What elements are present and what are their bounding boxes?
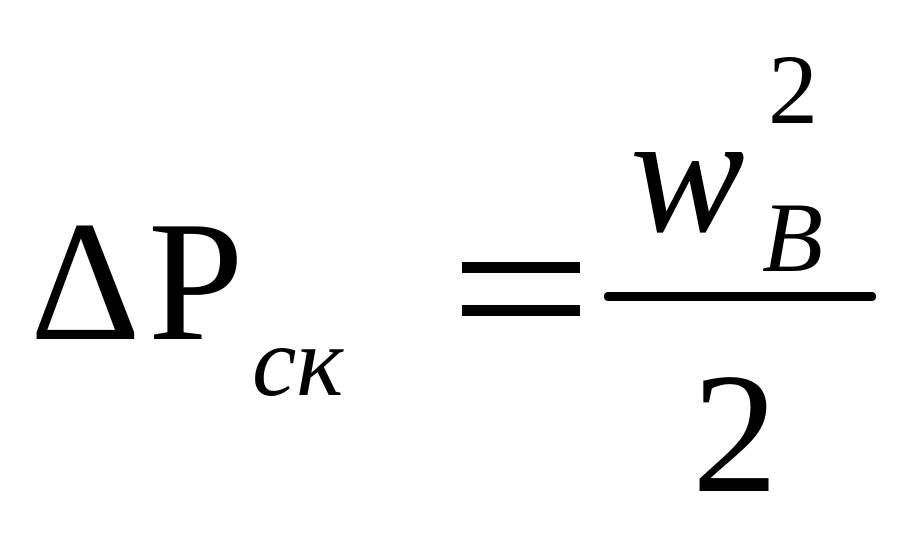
equals-bar-bottom xyxy=(462,305,580,316)
delta-symbol: Δ xyxy=(30,187,141,377)
fraction-line xyxy=(604,292,876,301)
equals-bar-top xyxy=(462,262,580,273)
pressure-symbol: P xyxy=(148,187,244,377)
numerator-superscript: 2 xyxy=(768,34,818,145)
numerator-subscript: В xyxy=(762,182,824,293)
denominator: 2 xyxy=(692,339,778,529)
pressure-subscript: ск xyxy=(252,306,344,417)
equals-sign xyxy=(462,248,580,324)
numerator-base: w xyxy=(630,79,745,269)
